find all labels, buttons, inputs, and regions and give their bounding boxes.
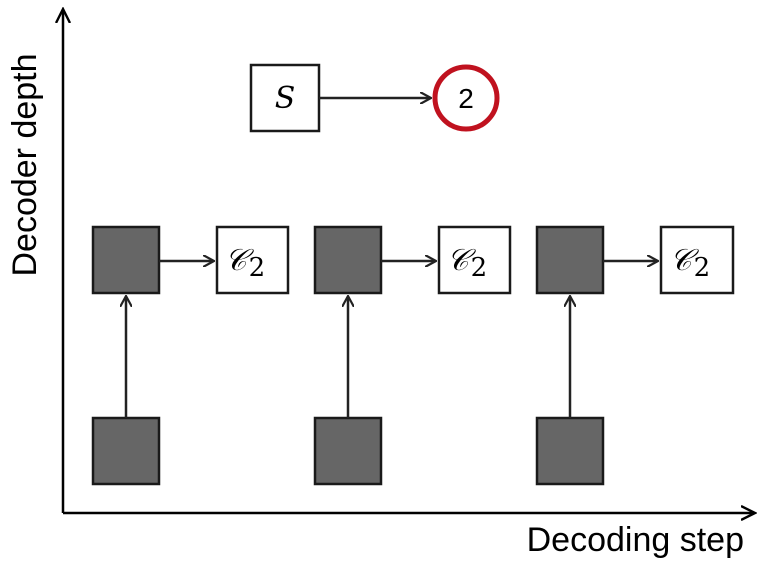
output-box <box>437 225 512 295</box>
column-1: 𝒞2 <box>91 225 290 486</box>
hidden-state-box <box>313 225 383 295</box>
output-subscript: 2 <box>249 253 266 283</box>
column-2: 𝒞2 <box>313 225 512 486</box>
input-state-box <box>535 416 605 486</box>
top-s-label: S <box>275 81 296 116</box>
output-box <box>659 225 735 295</box>
output-subscript: 2 <box>694 253 711 283</box>
result-value: 2 <box>458 83 474 114</box>
output-box <box>215 225 290 295</box>
input-state-box <box>91 416 161 486</box>
column-3: 𝒞2 <box>535 225 735 486</box>
input-state-box <box>313 416 383 486</box>
hidden-state-box <box>91 225 161 295</box>
result-circle <box>432 64 500 132</box>
output-label: 𝒞2 <box>447 243 487 283</box>
output-subscript: 2 <box>471 253 488 283</box>
hidden-state-box <box>535 225 605 295</box>
x-axis-label: Decoding step <box>527 521 744 559</box>
y-axis-label: Decoder depth <box>6 53 44 276</box>
